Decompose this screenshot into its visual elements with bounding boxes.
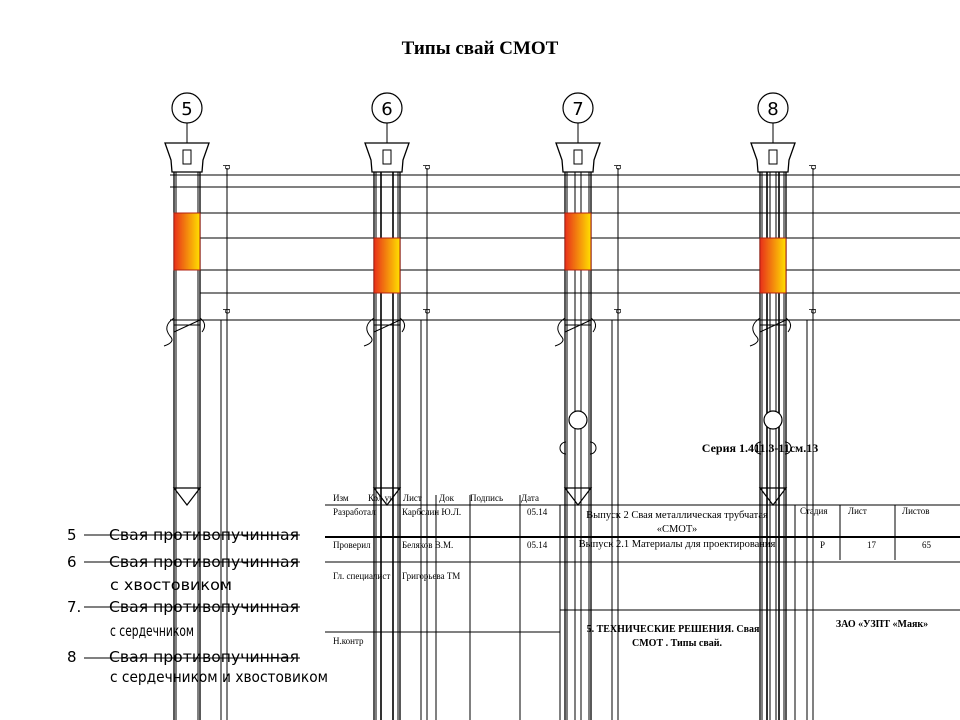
pile-5: 5 d d — [163, 92, 233, 720]
pile-level-mark: d — [614, 164, 624, 170]
pile-level-mark: d — [809, 164, 819, 170]
pile-weld-detail — [363, 317, 406, 347]
pile-blade-detail — [373, 319, 401, 333]
pile-cap — [750, 142, 796, 173]
title-block — [325, 495, 960, 720]
legend-7-line-2: с сердечником — [110, 622, 194, 640]
header-kol: Кол.уч — [368, 493, 394, 503]
pile-weld-detail — [554, 317, 597, 347]
sheet-header: Лист — [848, 506, 867, 516]
company-name: ЗАО «УЗПТ «Маяк» — [836, 619, 928, 630]
page-title: Типы свай СМОТ — [401, 38, 559, 59]
pile-cap — [555, 142, 601, 173]
pile-number-label: 8 — [767, 99, 778, 120]
section-line-1: 5. ТЕХНИЧЕСКИЕ РЕШЕНИЯ. Свая — [587, 624, 760, 635]
header-dok: Док — [439, 493, 455, 503]
pile-insert — [564, 212, 592, 271]
legend-number-6: 6 — [67, 553, 77, 571]
stage-value: Р — [820, 540, 825, 550]
pile-blade-detail — [759, 319, 787, 333]
pile-blade-detail — [173, 319, 201, 333]
pile-tip — [172, 487, 202, 506]
legend-7-line-1: Свая противопучинная — [109, 598, 299, 616]
pile-blade-detail — [564, 319, 592, 333]
pile-core-lugs — [754, 441, 792, 455]
legend-8-line-1: Свая противопучинная — [109, 648, 299, 666]
legend-6-line-2: с хвостовиком — [110, 576, 232, 594]
issue-line-2: «СМОТ» — [657, 524, 698, 535]
issue-line-1: Выпуск 2 Свая металлическая трубчатая — [586, 510, 768, 521]
header-list: Лист — [403, 493, 422, 503]
pile-tip — [758, 487, 788, 506]
header-izm: Изм — [333, 493, 349, 503]
pile-level-mark: d — [614, 308, 624, 314]
row-date-checker: 05.14 — [527, 540, 548, 550]
row-role-chief: Гл. специалист — [333, 571, 390, 581]
legend-text: 5 Свая противопучинная 6 Свая противопуч… — [67, 526, 328, 686]
pile-core-hole — [763, 410, 783, 430]
pile-cap — [364, 142, 410, 173]
title-block-main-text: Серия 1.411.3-11см.13 Выпуск 2 Свая мета… — [579, 441, 929, 649]
pile-cap-bolt — [573, 149, 583, 165]
sheets-header: Листов — [902, 506, 929, 516]
pile-8: 8 d d — [749, 92, 819, 720]
piles: 5 d d 6 d d 7 d d 8 d d — [163, 92, 819, 720]
series-label: Серия 1.411.3-11см.13 — [702, 441, 818, 455]
legend-number-7: 7. — [67, 598, 81, 616]
pile-weld-detail — [749, 317, 792, 347]
pile-insert — [373, 237, 401, 294]
title-block-text: Изм Кол.уч Лист Док Подпись Дата Разрабо… — [333, 493, 932, 646]
row-role-checker: Проверил — [333, 540, 371, 550]
pile-insert — [759, 237, 787, 294]
header-data: Дата — [521, 493, 539, 503]
issue-line-3: Выпуск 2.1 Материалы для проектирования — [579, 539, 776, 550]
row-role-normcontrol: Н.контр — [333, 636, 364, 646]
row-name-checker: Беляков В.М. — [402, 540, 453, 550]
pile-number-label: 7 — [572, 99, 583, 120]
header-podpis: Подпись — [470, 493, 503, 503]
legend — [84, 534, 300, 659]
row-name-developer: Карбслин Ю.Л. — [402, 507, 461, 517]
legend-number-5: 5 — [67, 526, 77, 544]
pile-number-label: 6 — [381, 99, 392, 120]
legend-5-line-1: Свая противопучинная — [109, 526, 299, 544]
pile-tip — [372, 487, 402, 506]
pile-insert — [173, 212, 201, 271]
pile-level-mark: d — [223, 164, 233, 170]
section-line-2: СМОТ . Типы свай. — [632, 638, 722, 649]
sheets-value: 65 — [922, 540, 932, 550]
pile-level-mark: d — [223, 308, 233, 314]
stage-header: Стадия — [800, 506, 827, 516]
pile-level-mark: d — [423, 164, 433, 170]
pile-cap — [164, 142, 210, 173]
pile-level-mark: d — [423, 308, 433, 314]
pile-level-mark: d — [809, 308, 819, 314]
sheet-value: 17 — [867, 540, 877, 550]
pile-7: 7 d d — [554, 92, 624, 720]
row-role-developer: Разработал — [333, 507, 376, 517]
pile-tip — [563, 487, 593, 506]
row-date-developer: 05.14 — [527, 507, 548, 517]
pile-core-hole — [568, 410, 588, 430]
pile-cap-bolt — [182, 149, 192, 165]
legend-6-line-1: Свая противопучинная — [109, 553, 299, 571]
pile-cap-bolt — [382, 149, 392, 165]
legend-number-8: 8 — [67, 648, 77, 666]
row-name-chief: Григорьева ТМ — [402, 571, 460, 581]
pile-weld-detail — [163, 317, 206, 347]
pile-cap-bolt — [768, 149, 778, 165]
legend-8-line-2: с сердечником и хвостовиком — [110, 668, 328, 686]
pile-core-lugs — [559, 441, 597, 455]
pile-number-label: 5 — [181, 99, 192, 120]
